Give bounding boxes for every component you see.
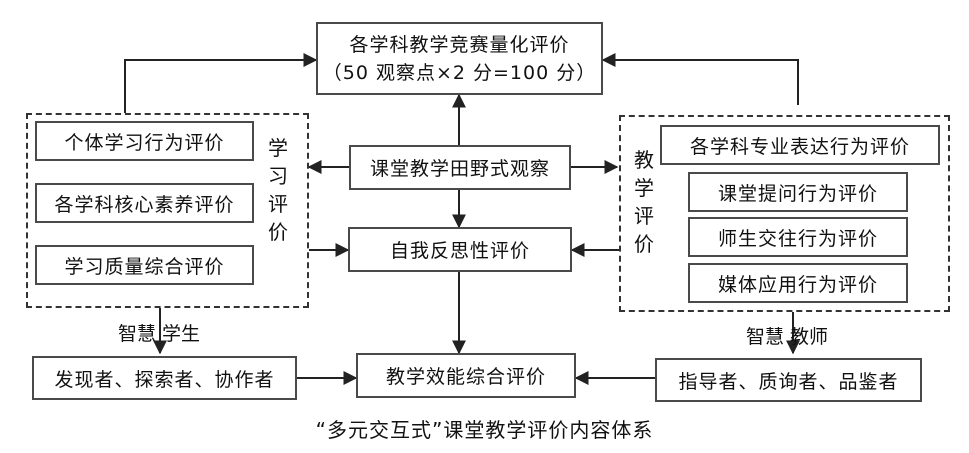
- smart-students-label: 智慧 学生: [118, 323, 201, 345]
- learning-item-3: 学习质量综合评价: [35, 245, 254, 285]
- field-observation-box: 课堂教学田野式观察: [349, 145, 571, 190]
- teaching-eval-group: [619, 115, 950, 312]
- learning-item-2: 各学科核心素养评价: [35, 183, 254, 223]
- learning-eval-group: [26, 113, 309, 308]
- teachers-roles-box: 指导者、质询者、品鉴者: [655, 358, 922, 402]
- teaching-main-item: 各学科专业表达行为评价: [660, 125, 940, 165]
- teaching-item-1: 课堂提问行为评价: [688, 172, 908, 212]
- teaching-effectiveness-box: 教学效能综合评价: [356, 353, 576, 398]
- self-reflection-box: 自我反思性评价: [348, 227, 572, 272]
- teaching-group-label: 教学评价: [634, 148, 654, 256]
- diagram-caption: “多元交互式”课堂教学评价内容体系: [315, 418, 654, 442]
- teaching-item-2: 师生交往行为评价: [688, 217, 908, 257]
- quantitative-eval-title: 各学科教学竞赛量化评价: [349, 33, 570, 56]
- teaching-item-3: 媒体应用行为评价: [688, 263, 908, 303]
- learning-item-1: 个体学习行为评价: [35, 121, 254, 161]
- arrow-teaching-to-top: [601, 53, 799, 105]
- learning-group-label: 学习评价: [268, 136, 288, 244]
- students-roles-box: 发现者、探索者、协作者: [32, 356, 297, 400]
- quantitative-eval-subtitle: （50 观察点×2 分=100 分）: [322, 61, 597, 84]
- arrow-learning-to-top: [124, 53, 318, 113]
- smart-teachers-label: 智慧 教师: [746, 326, 829, 348]
- quantitative-eval-box: 各学科教学竞赛量化评价 （50 观察点×2 分=100 分）: [316, 22, 603, 95]
